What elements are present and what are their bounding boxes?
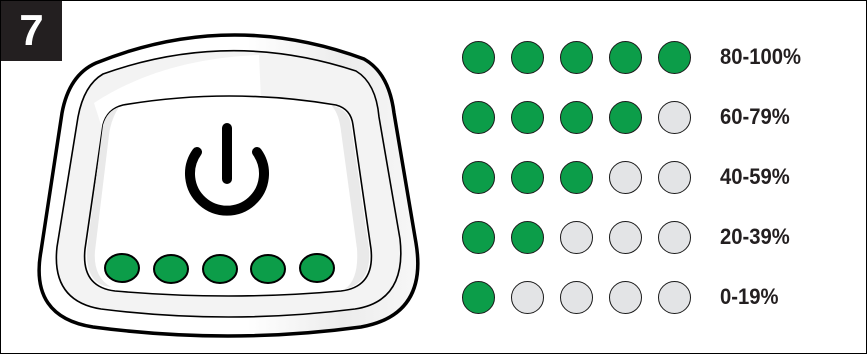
- level-dots: [462, 220, 707, 254]
- level-dots: [462, 160, 707, 194]
- level-dots: [462, 100, 707, 134]
- indicator-dot-unlit: [560, 280, 593, 314]
- indicator-dot-lit: [462, 280, 495, 314]
- level-label: 0-19%: [720, 284, 779, 309]
- level-row-80-100: 80-100%: [462, 39, 801, 75]
- device-indicator-light: [104, 253, 140, 283]
- device-indicator-light: [153, 254, 189, 284]
- indicator-dot-lit: [462, 220, 495, 254]
- power-icon: [185, 123, 269, 216]
- level-label: 80-100%: [720, 44, 802, 69]
- level-row-40-59: 40-59%: [462, 159, 790, 195]
- indicator-dot-lit: [462, 40, 495, 74]
- device-face-shadow: [86, 107, 119, 287]
- indicator-dot-lit: [511, 100, 544, 134]
- level-dots: [462, 280, 707, 314]
- level-label: 20-39%: [720, 224, 790, 249]
- indicator-dot-unlit: [609, 280, 642, 314]
- device-face: [83, 95, 373, 297]
- indicator-dot-unlit: [658, 220, 691, 254]
- level-row-20-39: 20-39%: [462, 219, 790, 255]
- indicator-dot-unlit: [658, 160, 691, 194]
- indicator-dot-unlit: [658, 100, 691, 134]
- device-indicator-lights: [104, 253, 335, 284]
- indicator-dot-unlit: [560, 220, 593, 254]
- level-row-0-19: 0-19%: [462, 279, 779, 315]
- indicator-dot-lit: [560, 40, 593, 74]
- level-label: 40-59%: [720, 164, 790, 189]
- indicator-dot-unlit: [658, 280, 691, 314]
- indicator-dot-lit: [511, 40, 544, 74]
- indicator-dot-lit: [462, 160, 495, 194]
- indicator-dot-lit: [560, 160, 593, 194]
- indicator-dot-unlit: [609, 160, 642, 194]
- device-indicator-light: [299, 253, 335, 283]
- device-face-shadow-right: [331, 105, 370, 289]
- indicator-dot-lit: [560, 100, 593, 134]
- device-indicator-light: [202, 254, 238, 284]
- indicator-dot-lit: [511, 220, 544, 254]
- indicator-dot-unlit: [609, 220, 642, 254]
- level-label: 60-79%: [720, 104, 790, 129]
- indicator-dot-lit: [511, 160, 544, 194]
- indicator-dot-unlit: [511, 280, 544, 314]
- indicator-dot-lit: [658, 40, 691, 74]
- level-dots: [462, 40, 707, 74]
- indicator-dot-lit: [462, 100, 495, 134]
- device-indicator-light: [250, 254, 286, 284]
- indicator-dot-lit: [609, 100, 642, 134]
- level-row-60-79: 60-79%: [462, 99, 790, 135]
- step-number-badge: 7: [1, 1, 62, 61]
- indicator-dot-lit: [609, 40, 642, 74]
